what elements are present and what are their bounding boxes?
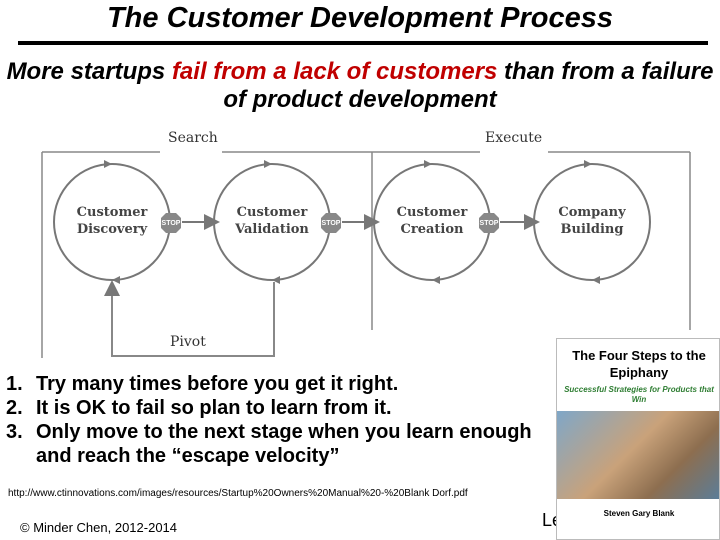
stage-2-line2: Validation bbox=[234, 222, 309, 237]
book-author: Steven Gary Blank bbox=[603, 509, 675, 518]
book-cover-image: The Four Steps to the Epiphany Successfu… bbox=[556, 338, 720, 540]
key-points-list: 1.Try many times before you get it right… bbox=[6, 372, 556, 468]
book-title: The Four Steps to the Epiphany bbox=[572, 348, 706, 380]
book-subtitle: Successful Strategies for Products that … bbox=[564, 385, 714, 404]
execute-label: Execute bbox=[485, 130, 542, 146]
stop-sign-1: STOP bbox=[161, 213, 181, 233]
subtitle-highlight: fail from a lack of customers bbox=[171, 58, 498, 85]
stage-4-line1: Company bbox=[558, 205, 626, 220]
stage-3-line2: Creation bbox=[401, 222, 465, 237]
stage-1-line1: Customer bbox=[77, 205, 148, 220]
stop-sign-2: STOP bbox=[321, 213, 341, 233]
stage-3-line1: Customer bbox=[397, 205, 468, 220]
search-label: Search bbox=[168, 130, 218, 146]
slide-title: The Customer Development Process bbox=[106, 2, 614, 34]
title-underline bbox=[18, 41, 708, 45]
stop-label-2: STOP bbox=[322, 220, 341, 227]
key-point-2: 2.It is OK to fail so plan to learn from… bbox=[6, 397, 392, 419]
diagram-frame bbox=[41, 151, 691, 358]
stage-2-line1: Customer bbox=[237, 205, 308, 220]
stage-1-line2: Discovery bbox=[77, 222, 148, 237]
stop-label-1: STOP bbox=[162, 220, 181, 227]
pivot-loop bbox=[104, 280, 275, 357]
source-link[interactable]: http://www.ctinnovations.com/images/reso… bbox=[8, 488, 468, 499]
stage-4-line2: Building bbox=[561, 222, 624, 237]
key-point-3: 3.Only move to the next stage when you l… bbox=[6, 421, 532, 467]
stop-label-3: STOP bbox=[480, 220, 499, 227]
copyright-footer: © Minder Chen, 2012-2014 bbox=[20, 520, 178, 535]
slide-subtitle: More startups fail from a lack of custom… bbox=[0, 58, 720, 114]
subtitle-part-1: More startups bbox=[6, 58, 172, 85]
stop-sign-3: STOP bbox=[479, 213, 499, 233]
key-point-1: 1.Try many times before you get it right… bbox=[6, 373, 399, 395]
pivot-label: Pivot bbox=[170, 334, 206, 350]
book-cover-artwork bbox=[557, 411, 719, 499]
subtitle-part-2: than from a failure of product developme… bbox=[223, 58, 714, 113]
